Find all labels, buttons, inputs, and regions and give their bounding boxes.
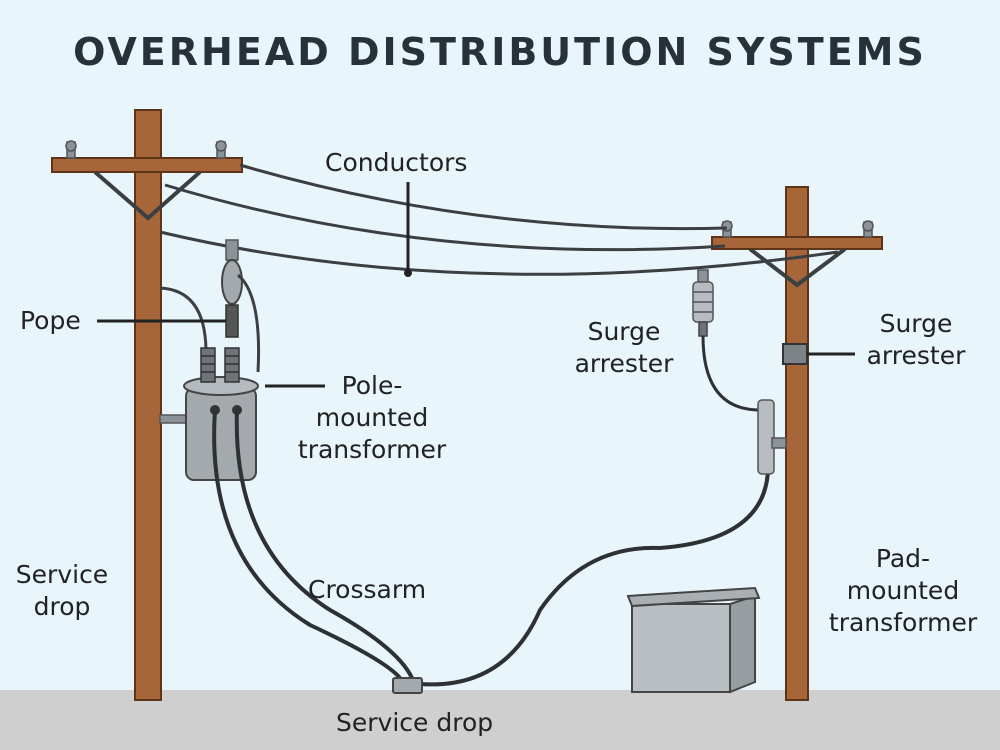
label-crossarm: Crossarm	[308, 575, 427, 604]
pin-insulator-icon	[862, 220, 874, 238]
label-pad-mounted-transformer: Pad- mounted transformer	[828, 544, 978, 637]
pin-insulator-icon	[215, 140, 227, 159]
label-surge-arrester-right: Surge arrester	[866, 309, 966, 370]
label-pole-mounted-transformer: Pole- mounted transformer	[297, 371, 447, 464]
bushing-icon	[200, 347, 216, 383]
label-pope: Pope	[20, 306, 81, 335]
conductors-leader-dot	[404, 269, 412, 277]
page-title: OVERHEAD DISTRIBUTION SYSTEMS	[73, 30, 927, 74]
label-conductors: Conductors	[325, 148, 468, 177]
service-cables	[212, 409, 770, 687]
pin-insulator-icon	[65, 140, 77, 159]
ground-strip	[0, 690, 1000, 750]
left-utility-pole	[51, 109, 243, 701]
surge-arrester-icon	[692, 269, 761, 412]
bushing-icon	[224, 347, 240, 383]
riser-cutout-icon	[757, 399, 787, 475]
splice-box-icon	[392, 677, 423, 694]
tap-wire	[159, 286, 208, 351]
label-surge-arrester-left: Surge arrester	[574, 317, 674, 378]
label-service-drop-bottom: Service drop	[336, 708, 494, 737]
right-utility-pole	[711, 186, 883, 701]
pole-bracket-icon	[782, 343, 808, 365]
overhead-conductors	[159, 163, 839, 276]
pad-mounted-transformer-icon	[626, 586, 761, 694]
label-service-drop-left: Service drop	[15, 560, 109, 621]
pole-mounted-transformer-icon	[159, 347, 259, 481]
